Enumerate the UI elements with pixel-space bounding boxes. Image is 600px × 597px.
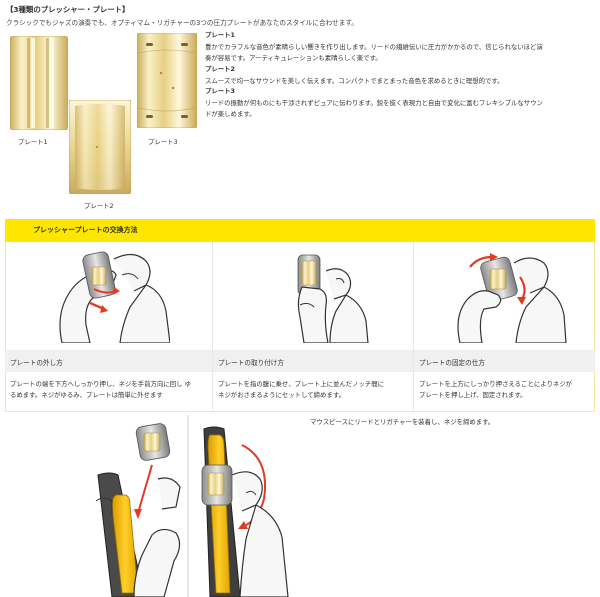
step-title-bar: プレートの外し方 [5, 350, 212, 372]
step-description: プレートの端を下方へしっかり押し、ネジを手前方向に回し ゆ るめます。ネジがゆる… [10, 379, 191, 402]
step-desc-line: るめます。ネジがゆるみ、プレートは簡単に外せます [10, 391, 163, 400]
step-desc-line: プレートを押し上げ、固定されます。 [419, 391, 527, 400]
plate-2-desc-line: スムーズで均一なサウンドを美しく伝えます。コンパクトでまとまった音色を求めるとき… [205, 76, 504, 85]
plate-3-image [137, 33, 197, 128]
intro-text: クラシックでもジャズの演奏でも、オプティマム・リガチャーの3つの圧力プレートがあ… [6, 19, 358, 27]
mouthpiece-illustration [92, 415, 300, 597]
hand-fix-illustration [450, 245, 570, 343]
step-description: プレートを指の腹に乗せ、プレート上に並んだノッチ間に ネジがおさまるようにセット… [218, 379, 384, 402]
step-title: プレートの外し方 [10, 359, 63, 367]
hand-remove-illustration [50, 245, 170, 343]
section-title: 【3種類のプレッシャー・プレート】 [6, 5, 130, 14]
step-description: プレートを上方にしっかり押さえることによりネジが プレートを押し上げ、固定されま… [419, 379, 572, 402]
plate-2-name: プレート2 [205, 65, 236, 73]
plate-1-label: プレート1 [18, 138, 48, 146]
section-header-title: プレッシャープレートの交換方法 [33, 226, 138, 234]
plate-3-name: プレート3 [205, 87, 236, 95]
step-title: プレートの取り付け方 [218, 359, 284, 367]
plate-3-description: プレート3 リードの振動が何ものにも干渉されずピュアに伝わります。鋭を抜く表現力… [205, 86, 597, 121]
step-desc-line: プレートを指の腹に乗せ、プレート上に並んだノッチ間に [218, 380, 385, 388]
plate-1-image [10, 36, 68, 130]
plate-2-label: プレート2 [84, 202, 114, 210]
step-desc-line: ネジがおさまるようにセットして締めます。 [218, 391, 345, 400]
section-header-bar: プレッシャープレートの交換方法 [5, 219, 595, 242]
step-remove: プレートの外し方 プレートの端を下方へしっかり押し、ネジを手前方向に回し ゆ る… [5, 242, 212, 412]
plate-3-desc-line: リードの振動が何ものにも干渉されずピュアに伝わります。鋭を抜く表現力と自由で変化… [205, 98, 543, 107]
steps-frame [5, 242, 595, 412]
plate-1-desc-line: 豊かでカラフルな音色が素晴らしい響きを作り出します。リードの繊維伝いに圧力がかか… [205, 42, 543, 51]
bottom-instruction: マウスピースにリードとリガチャーを装着し、ネジを締めます。 [310, 418, 495, 426]
plate-1-name: プレート1 [205, 31, 236, 39]
step-attach: プレートの取り付け方 プレートを指の腹に乗せ、プレート上に並んだノッチ間に ネジ… [212, 242, 413, 412]
plate-2-description: プレート2 スムーズで均一なサウンドを美しく伝えます。コンパクトでまとまった音色… [205, 64, 597, 87]
plate-1-description: プレート1 豊かでカラフルな音色が素晴らしい響きを作り出します。リードの繊維伝い… [205, 30, 597, 65]
plate-replacement-section: プレッシャープレートの交換方法 プレートの外し方 プレートの端を下方へしっかり押… [5, 219, 595, 412]
step-desc-line: プレートの端を下方へしっかり押し、ネジを手前方向に回し ゆ [10, 380, 191, 388]
step-desc-line: プレートを上方にしっかり押さえることによりネジが [419, 380, 573, 388]
plate-1-desc-line: 奏が容易です。アーティキュレーションも素晴らしく楽です。 [205, 54, 382, 63]
step-title: プレートの固定の仕方 [419, 359, 485, 367]
step-title-bar: プレートの固定の仕方 [414, 350, 595, 372]
plate-3-desc-line: ドが楽しめます。 [205, 110, 256, 119]
plate-2-image [69, 100, 131, 194]
step-title-bar: プレートの取り付け方 [213, 350, 413, 372]
step-fix: プレートの固定の仕方 プレートを上方にしっかり押さえることによりネジが プレート… [413, 242, 595, 412]
hand-attach-illustration [258, 245, 378, 343]
plate-3-label: プレート3 [148, 138, 178, 146]
